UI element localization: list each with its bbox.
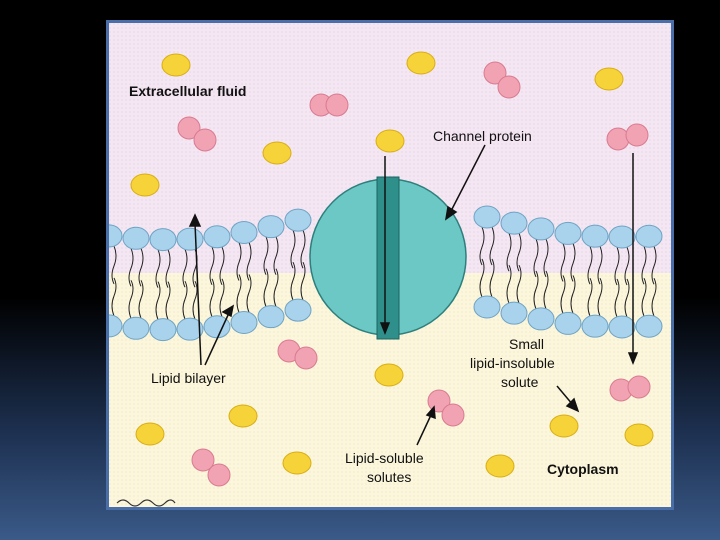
label-lipid-soluble-1: Lipid-soluble — [345, 450, 424, 466]
lipid-head-icon — [109, 314, 123, 338]
small-solute-icon — [594, 67, 624, 91]
solutes — [130, 51, 654, 487]
lipid-head-icon — [149, 318, 177, 342]
lipid-head-icon — [284, 208, 312, 232]
label-extracellular-fluid: Extracellular fluid — [129, 83, 246, 99]
label-small-solute-3: solute — [501, 374, 539, 390]
small-solute-icon — [375, 129, 405, 153]
lipid-head-icon — [203, 225, 231, 249]
lipid-head-icon — [527, 217, 555, 241]
lipid-head-icon — [149, 228, 177, 252]
lipid-soluble-solute-icon — [207, 463, 231, 487]
lipid-head-icon — [230, 310, 258, 334]
lipid-head-icon — [176, 317, 204, 341]
lipid-head-icon — [122, 316, 150, 340]
label-small-solute-1: Small — [509, 336, 544, 352]
lipid-head-icon — [230, 220, 258, 244]
small-solute-icon — [374, 363, 404, 387]
lipid-head-icon — [109, 224, 123, 248]
lipid-head-icon — [257, 215, 285, 239]
lipid-soluble-solute-icon — [627, 375, 651, 399]
small-solute-icon — [485, 454, 515, 478]
membrane-diagram: Extracellular fluid Channel protein Smal… — [109, 23, 671, 507]
lipid-head-icon — [527, 307, 555, 331]
label-lipid-bilayer: Lipid bilayer — [151, 370, 226, 386]
small-solute-icon — [228, 404, 258, 428]
lipid-soluble-solute-icon — [294, 346, 318, 370]
lipid-head-icon — [176, 227, 204, 251]
lipid-head-icon — [581, 314, 609, 338]
small-solute-icon — [282, 451, 312, 475]
lipid-soluble-solute-icon — [191, 448, 215, 472]
lipid-head-icon — [257, 305, 285, 329]
diagram-frame: Extracellular fluid Channel protein Smal… — [106, 20, 674, 510]
lipid-head-icon — [284, 298, 312, 322]
small-solute-icon — [130, 173, 160, 197]
lipid-soluble-solute-icon — [325, 93, 349, 117]
signature-scribble — [116, 499, 176, 507]
label-cytoplasm: Cytoplasm — [547, 461, 619, 477]
small-solute-icon — [624, 423, 654, 447]
lipid-soluble-solute-icon — [441, 403, 465, 427]
lipid-soluble-solute-icon — [497, 75, 521, 99]
label-lipid-soluble-2: solutes — [367, 469, 411, 485]
lipid-soluble-solute-icon — [177, 116, 201, 140]
lipid-soluble-solute-icon — [625, 123, 649, 147]
lipid-head-icon — [473, 205, 501, 229]
arrows — [188, 144, 639, 446]
label-channel-protein: Channel protein — [433, 128, 532, 144]
small-solute-icon — [406, 51, 436, 75]
lipid-head-icon — [581, 224, 609, 248]
lipid-head-icon — [635, 314, 663, 338]
lipid-soluble-solute-icon — [606, 127, 630, 151]
lipid-heads — [109, 205, 663, 342]
lipid-tails — [111, 226, 657, 320]
small-solute-icon — [135, 422, 165, 446]
lipid-head-icon — [635, 224, 663, 248]
lipid-soluble-solute-icon — [193, 128, 217, 152]
small-solute-icon — [161, 53, 191, 77]
label-small-solute-2: lipid-insoluble — [470, 355, 555, 371]
lipid-head-icon — [500, 301, 528, 325]
small-solute-icon — [262, 141, 292, 165]
lipid-head-icon — [500, 211, 528, 235]
lipid-head-icon — [554, 221, 582, 245]
lipid-head-icon — [554, 311, 582, 335]
lipid-soluble-solute-icon — [483, 61, 507, 85]
lipid-head-icon — [608, 315, 636, 339]
channel-protein-icon — [309, 176, 467, 340]
lipid-head-icon — [608, 225, 636, 249]
lipid-head-icon — [122, 226, 150, 250]
small-solute-icon — [549, 414, 579, 438]
lipid-head-icon — [473, 295, 501, 319]
